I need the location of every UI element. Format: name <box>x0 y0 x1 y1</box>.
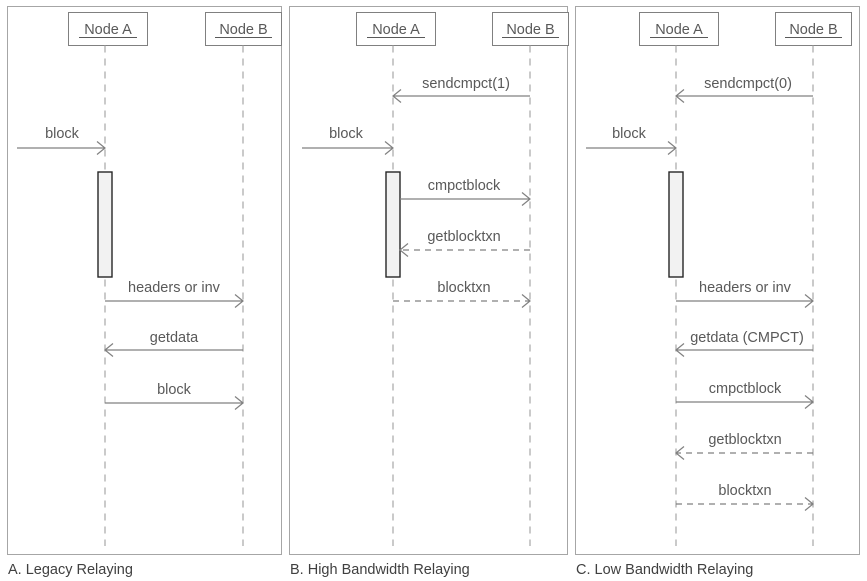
arrowhead-left <box>392 89 402 103</box>
arrowhead-left <box>675 343 685 357</box>
panel-c-message-5: getblocktxn <box>675 432 813 460</box>
panel-a-message-1: headers or inv <box>105 280 244 308</box>
message-label: getblocktxn <box>708 432 781 448</box>
participant-label: Node B <box>506 22 554 38</box>
panel-b-message-1: block <box>302 126 394 155</box>
activation-bar-node-a <box>97 171 113 278</box>
message-label: headers or inv <box>128 280 221 296</box>
message-label: getdata (CMPCT) <box>690 330 804 346</box>
arrowhead-right <box>804 497 814 511</box>
message-label: sendcmpct(0) <box>704 76 792 92</box>
message-label: getblocktxn <box>427 229 500 245</box>
arrowhead-right <box>521 192 531 206</box>
panel-c-participant-node-a[interactable]: Node A <box>639 12 719 46</box>
panel-c-caption: C. Low Bandwidth Relaying <box>576 562 753 578</box>
panel-b-message-4: blocktxn <box>393 280 531 308</box>
panel-a: Node A Node B block headers or inv <box>7 6 282 578</box>
arrowhead-right <box>234 294 244 308</box>
arrowhead-right <box>804 395 814 409</box>
panel-b-message-2: cmpctblock <box>400 178 531 206</box>
panel-b: Node A Node B sendcmpct(1) block <box>289 6 569 578</box>
participant-label: Node B <box>789 22 837 38</box>
message-label: blocktxn <box>718 483 771 499</box>
panel-c-message-0: sendcmpct(0) <box>675 76 813 103</box>
message-label: sendcmpct(1) <box>422 76 510 92</box>
panel-b-participant-node-a[interactable]: Node A <box>356 12 436 46</box>
panel-a-message-2: getdata <box>104 330 243 357</box>
node-box <box>205 12 282 46</box>
message-label: blocktxn <box>437 280 490 296</box>
node-box <box>639 12 719 46</box>
panel-a-frame <box>7 6 282 555</box>
message-label: headers or inv <box>699 280 792 296</box>
panel-a-participant-node-a[interactable]: Node A <box>68 12 148 46</box>
arrowhead-right <box>521 294 531 308</box>
panel-a-message-0: block <box>17 126 106 155</box>
participant-label: Node A <box>372 22 420 38</box>
node-box <box>775 12 852 46</box>
node-box <box>68 12 148 46</box>
participant-label: Node A <box>655 22 703 38</box>
panel-a-participant-node-b[interactable]: Node B <box>205 12 282 46</box>
panel-b-participant-node-b[interactable]: Node B <box>492 12 569 46</box>
arrowhead-right <box>384 141 394 155</box>
message-label: getdata <box>150 330 199 346</box>
arrowhead-left <box>675 446 685 460</box>
message-label: block <box>329 126 364 142</box>
message-label: cmpctblock <box>709 381 782 397</box>
arrowhead-left <box>675 89 685 103</box>
panel-b-caption: B. High Bandwidth Relaying <box>290 562 470 578</box>
panel-b-message-0: sendcmpct(1) <box>392 76 530 103</box>
arrowhead-right <box>667 141 677 155</box>
arrowhead-left <box>104 343 114 357</box>
panel-c: Node A Node B sendcmpct(0) block <box>575 6 860 578</box>
arrowhead-right <box>96 141 106 155</box>
node-box <box>492 12 569 46</box>
panel-c-message-2: headers or inv <box>676 280 814 308</box>
arrowhead-right <box>234 396 244 410</box>
message-label: block <box>45 126 80 142</box>
participant-label: Node B <box>219 22 267 38</box>
participant-label: Node A <box>84 22 132 38</box>
node-box <box>356 12 436 46</box>
arrowhead-left <box>399 243 409 257</box>
message-label: block <box>157 382 192 398</box>
message-label: cmpctblock <box>428 178 501 194</box>
panel-c-message-4: cmpctblock <box>676 381 814 409</box>
arrowhead-right <box>804 294 814 308</box>
panel-c-message-1: block <box>586 126 677 155</box>
panel-c-frame <box>575 6 860 555</box>
panel-c-message-6: blocktxn <box>676 483 814 511</box>
panel-a-caption: A. Legacy Relaying <box>8 562 133 578</box>
panel-b-message-3: getblocktxn <box>399 229 530 257</box>
panel-c-message-3: getdata (CMPCT) <box>675 330 813 357</box>
panel-b-frame <box>289 6 568 555</box>
panel-a-message-3: block <box>105 382 244 410</box>
message-label: block <box>612 126 647 142</box>
activation-bar-node-a <box>668 171 684 278</box>
panel-c-participant-node-b[interactable]: Node B <box>775 12 852 46</box>
activation-bar-node-a <box>385 171 401 278</box>
